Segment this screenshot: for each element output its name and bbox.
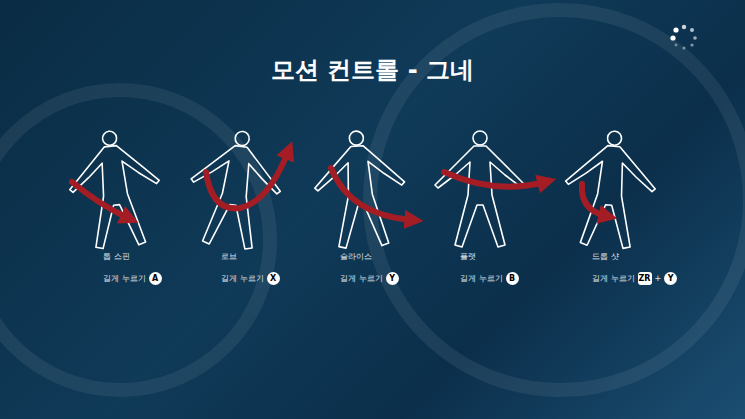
move-label: 드롭 샷 [592,251,619,262]
label-row: 길게 누르기 X [221,272,280,285]
move-label: 톱 스핀 [103,251,130,262]
move-label: 로브 [221,251,237,262]
spinner [670,25,696,50]
move-label: 길게 누르기 [460,273,503,284]
button-letter: ZR [639,274,651,283]
label-row: 슬라이스 [340,251,372,262]
button-letter: X [270,274,276,283]
move-label: 길게 누르기 [592,273,635,284]
label-row: 플랫 [460,251,476,262]
button-icon: ZR [638,272,652,285]
button-icon: B [506,272,519,285]
button-icon: Y [664,272,677,285]
move-label: 길게 누르기 [340,273,383,284]
label-row: 길게 누르기 B [460,272,519,285]
label-row: 길게 누르기 Y [340,272,399,285]
swing-arrows [72,152,606,220]
label-row: 로브 [221,251,237,262]
button-letter: Y [668,274,674,283]
button-icon: Y [386,272,399,285]
button-icon: X [267,272,280,285]
move-label: 길게 누르기 [103,273,146,284]
label-row: 드롭 샷 [592,251,619,262]
move-label: + [655,274,662,283]
button-letter: B [509,274,515,283]
move-label: 길게 누르기 [221,273,264,284]
label-row: 길게 누르기 ZR + Y [592,272,677,285]
move-label: 플랫 [460,251,476,262]
label-row: 길게 누르기 A [103,272,162,285]
button-letter: A [152,274,158,283]
player-figures [64,125,660,252]
button-letter: Y [389,274,395,283]
label-row: 톱 스핀 [103,251,130,262]
screen-title: 모션 컨트롤 - 그네 [0,54,745,86]
button-icon: A [149,272,162,285]
move-label: 슬라이스 [340,251,372,262]
